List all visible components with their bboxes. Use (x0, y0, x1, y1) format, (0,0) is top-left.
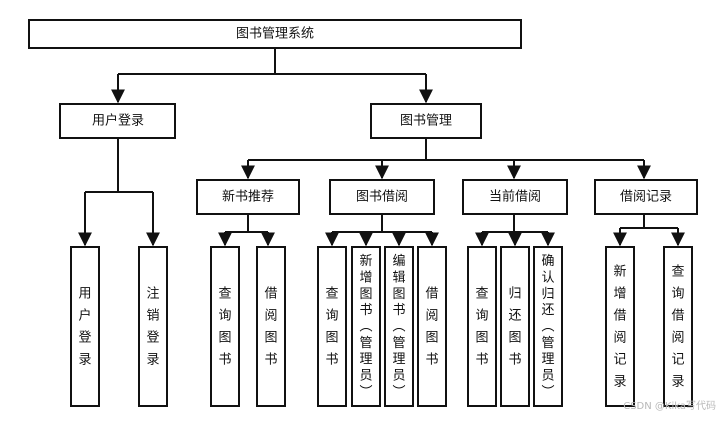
leaf-bb-edit: 编辑图书︵管理员︶ (384, 246, 414, 407)
leaf-bb-edit-label: 编辑图书︵管理员︶ (392, 254, 405, 400)
leaf-nb-borrow: 借阅图书 (256, 246, 286, 407)
leaf-cb-confirm-label: 确认归还︵管理员︶ (541, 254, 554, 400)
leaf-cb-return-label: 归还图书 (508, 286, 521, 367)
leaf-cb-query-label: 查询图书 (475, 286, 488, 367)
leaf-bb-query-label: 查询图书 (325, 286, 338, 367)
node-borrow-record: 借阅记录 (594, 179, 698, 215)
node-root-label: 图书管理系统 (236, 27, 314, 42)
node-new-books-label: 新书推荐 (222, 189, 274, 205)
node-book-management: 图书管理 (370, 103, 482, 139)
connector-borrow-books (325, 214, 439, 247)
node-book-management-label: 图书管理 (400, 114, 452, 129)
connector-book-management (241, 138, 651, 180)
leaf-br-add-label-text: 新增借阅记录 (613, 263, 626, 389)
node-new-books: 新书推荐 (196, 179, 300, 215)
leaf-br-query-label: 查询借阅记录 (671, 264, 684, 389)
leaf-bb-query-label-text: 查询图书 (325, 286, 338, 367)
leaf-nb-borrow-label: 借阅图书 (264, 286, 277, 367)
connector-root (111, 48, 433, 104)
leaf-cb-query-label-text: 查询图书 (475, 286, 488, 367)
leaf-cb-return-label-text: 归还图书 (508, 286, 521, 367)
leaf-cb-return: 归还图书 (500, 246, 530, 407)
connector-new-books (218, 214, 275, 247)
leaf-nb-query: 查询图书 (210, 246, 240, 407)
leaf-nb-borrow-label-text: 借阅图书 (264, 286, 277, 367)
node-current-borrow-label: 当前借阅 (489, 189, 541, 205)
leaf-br-query-label-text: 查询借阅记录 (671, 264, 684, 389)
leaf-bb-borrow-label: 借阅图书 (425, 286, 438, 367)
leaf-ul-logout: 注销登录 (138, 246, 168, 407)
leaf-cb-confirm-label-text: 确认归还︵管理员︶ (541, 254, 554, 400)
node-current-borrow: 当前借阅 (462, 179, 568, 215)
leaf-bb-edit-label-text: 编辑图书︵管理员︶ (392, 254, 405, 400)
leaf-ul-logout-label: 注销登录 (146, 286, 159, 367)
leaf-br-query: 查询借阅记录 (663, 246, 693, 407)
leaf-bb-borrow-label-text: 借阅图书 (425, 286, 438, 367)
leaf-br-add-label: 新增借阅记录 (613, 263, 626, 389)
node-user-login: 用户登录 (59, 103, 176, 139)
leaf-nb-query-label-text: 查询图书 (218, 286, 231, 367)
leaf-bb-borrow: 借阅图书 (417, 246, 447, 407)
node-borrow-books: 图书借阅 (329, 179, 435, 215)
leaf-nb-query-label: 查询图书 (218, 286, 231, 367)
leaf-bb-query: 查询图书 (317, 246, 347, 407)
node-user-login-label: 用户登录 (92, 113, 144, 129)
node-borrow-record-label: 借阅记录 (620, 190, 672, 205)
watermark: CSDN @Kika写代码 (623, 401, 716, 412)
connector-user-login (78, 138, 160, 247)
leaf-cb-confirm: 确认归还︵管理员︶ (533, 246, 563, 407)
leaf-bb-add-label: 新增图书︵管理员︶ (359, 253, 372, 400)
leaf-bb-add-label-text: 新增图书︵管理员︶ (359, 253, 372, 400)
leaf-ul-logout-label-text: 注销登录 (146, 286, 159, 367)
leaf-br-add: 新增借阅记录 (605, 246, 635, 407)
leaf-ul-user-login-label: 用户登录 (78, 286, 91, 367)
leaf-ul-user-login-label-text: 用户登录 (78, 286, 91, 367)
node-root: 图书管理系统 (28, 19, 522, 49)
node-borrow-books-label: 图书借阅 (356, 190, 408, 205)
leaf-bb-add: 新增图书︵管理员︶ (351, 246, 381, 407)
leaf-cb-query: 查询图书 (467, 246, 497, 407)
connector-current-borrow (475, 214, 555, 247)
leaf-ul-user-login: 用户登录 (70, 246, 100, 407)
connector-borrow-record (613, 214, 685, 247)
